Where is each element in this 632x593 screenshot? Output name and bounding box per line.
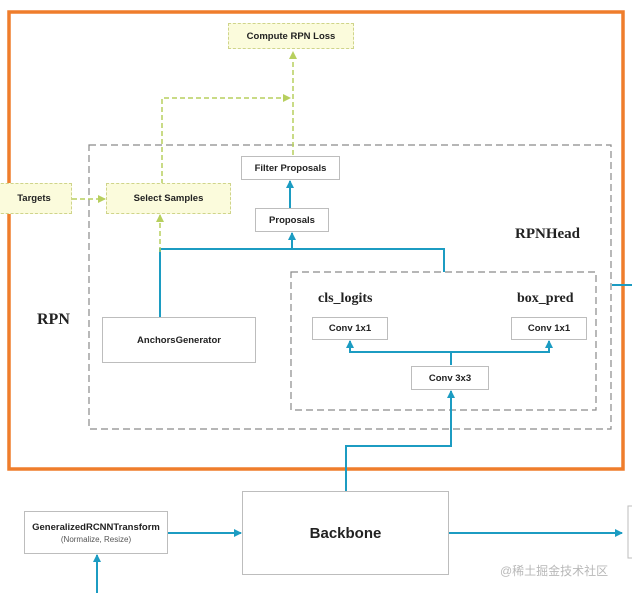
rpn-dashed-region xyxy=(88,144,612,430)
cls-logits-label: cls_logits xyxy=(318,291,373,306)
generalized-rcnn-transform-node: GeneralizedRCNNTransform (Normalize, Res… xyxy=(24,511,168,554)
compute-rpn-loss-node: Compute RPN Loss xyxy=(228,23,354,49)
conv-1x1-cls-node: Conv 1x1 xyxy=(312,317,388,340)
targets-node: Targets xyxy=(0,183,72,214)
anchors-generator-node: AnchorsGenerator xyxy=(102,317,256,363)
rpnhead-dashed-region xyxy=(290,271,597,411)
filter-proposals-node: Filter Proposals xyxy=(241,156,340,180)
edge-conv3x3-split xyxy=(346,340,452,365)
watermark-text: @稀土掘金技术社区 xyxy=(500,564,609,578)
edge-conv3x3-to-box xyxy=(451,340,553,353)
transform-subtitle: (Normalize, Resize) xyxy=(60,534,132,544)
edge-head-to-proposals xyxy=(288,232,445,272)
rpn-label: RPN xyxy=(37,311,70,328)
next-stage-partial-box xyxy=(627,505,632,559)
rpnhead-label: RPNHead xyxy=(515,226,580,242)
proposals-node: Proposals xyxy=(255,208,329,232)
edge-backbone-to-conv3x3 xyxy=(345,390,455,491)
edge-select-to-loss xyxy=(161,94,291,184)
transform-title: GeneralizedRCNNTransform xyxy=(32,521,160,533)
edge-anchors-to-proposals xyxy=(159,248,292,318)
backbone-node: Backbone xyxy=(242,491,449,575)
box-pred-label: box_pred xyxy=(517,291,574,306)
select-samples-node: Select Samples xyxy=(106,183,231,214)
conv-3x3-node: Conv 3x3 xyxy=(411,366,489,390)
conv-1x1-box-node: Conv 1x1 xyxy=(511,317,587,340)
rpn-outer-boundary xyxy=(7,10,625,471)
